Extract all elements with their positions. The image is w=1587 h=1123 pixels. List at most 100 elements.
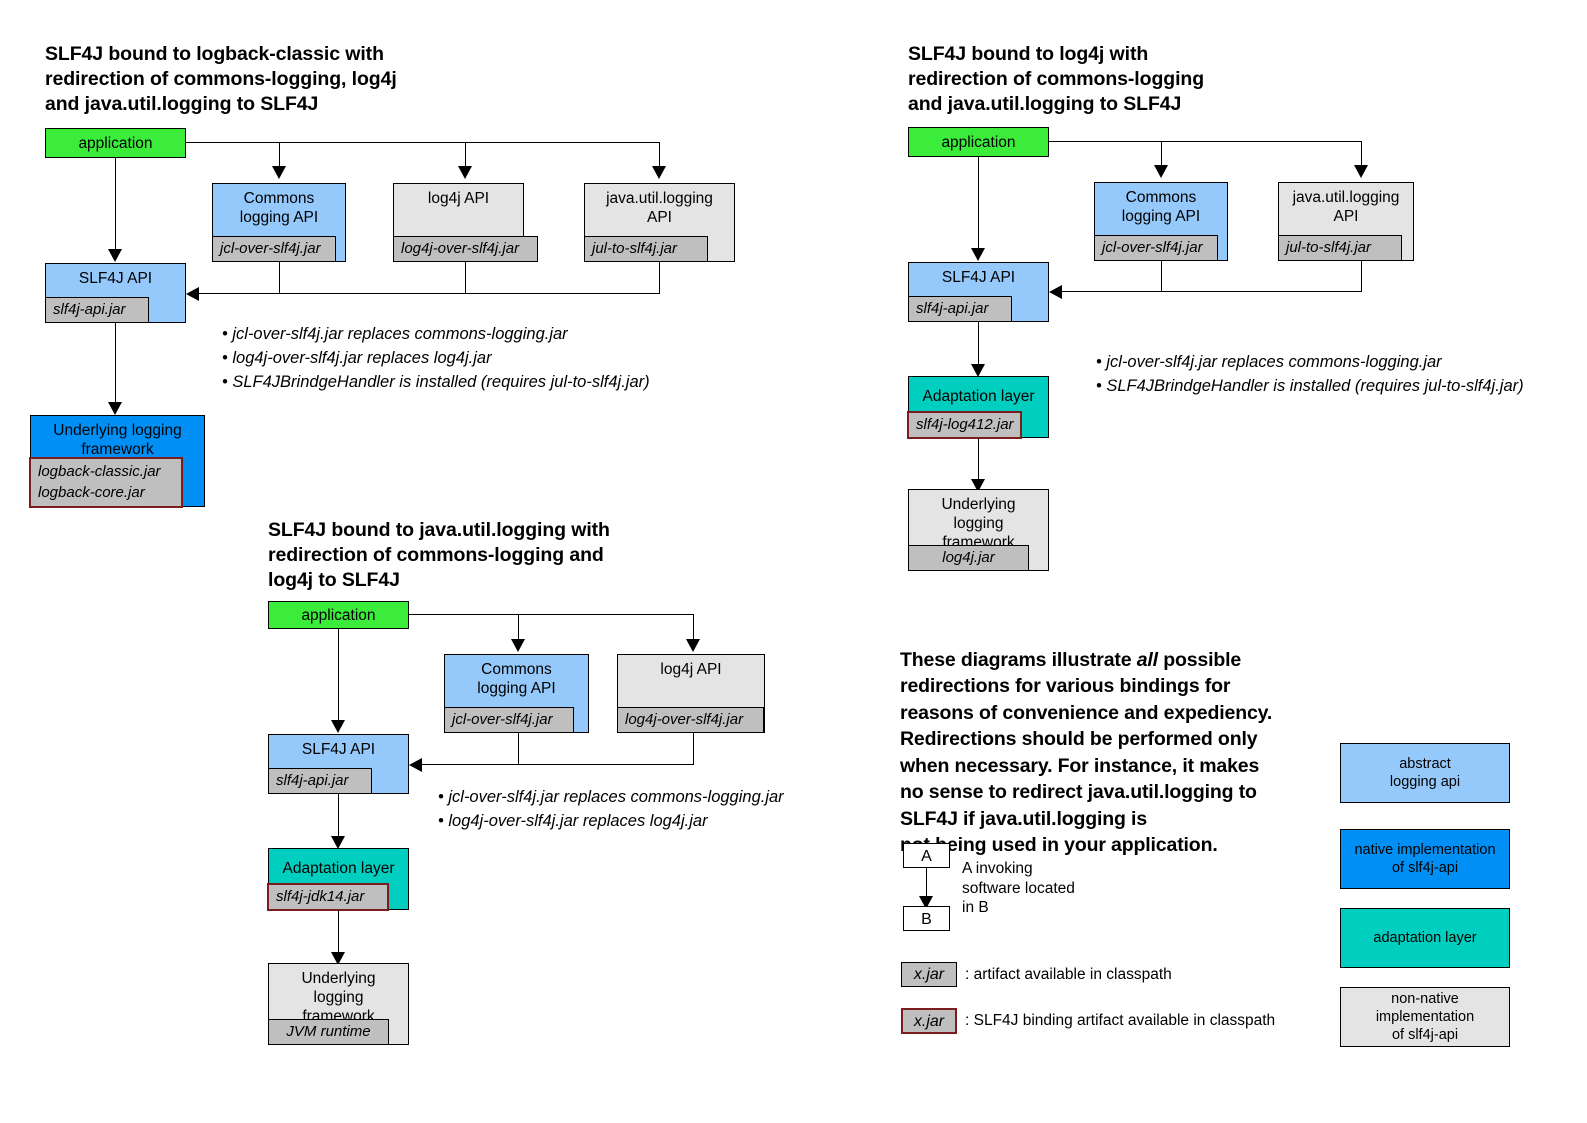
d3-adaptation-layer-label: Adaptation layer bbox=[282, 860, 395, 877]
d2-slf4j-to-adapt-line bbox=[978, 322, 980, 366]
diagram2-title: SLF4J bound to log4j with redirection of… bbox=[908, 43, 1205, 115]
legend-arrow-line bbox=[926, 868, 928, 901]
paragraph-rest: redirections for various bindings for re… bbox=[900, 675, 1273, 856]
d1-note-1: • jcl-over-slf4j.jar replaces commons-lo… bbox=[222, 325, 568, 343]
d2-adaptation-layer-label: Adaptation layer bbox=[922, 388, 1035, 405]
d2-underlying-framework-label: Underlying logging framework bbox=[941, 496, 1016, 551]
d1-slf4j-to-underlying-arrow bbox=[108, 402, 122, 415]
legend-swatch-adaptation-layer: adaptation layer bbox=[1340, 908, 1510, 968]
d3-application-node[interactable]: application bbox=[268, 601, 409, 629]
d3-return-log4j bbox=[693, 733, 695, 765]
d3-log4j-api-node[interactable]: log4j API log4j-over-slf4j.jar bbox=[617, 654, 765, 733]
d2-branch-commons bbox=[1161, 141, 1163, 167]
d3-commons-logging-api-node[interactable]: Commons logging API jcl-over-slf4j.jar bbox=[444, 654, 589, 733]
d3-application-label: application bbox=[301, 606, 376, 624]
d3-commons-logging-api-label: Commons logging API bbox=[477, 661, 556, 697]
d3-bus-bottom bbox=[421, 764, 694, 766]
d3-slf4j-api-label: SLF4J API bbox=[301, 741, 376, 758]
d1-return-jul bbox=[659, 262, 661, 294]
d3-adapt-to-underlying-line bbox=[338, 910, 340, 954]
d1-note-2: • log4j-over-slf4j.jar replaces log4j.ja… bbox=[222, 349, 492, 367]
d1-slf4j-api-label: SLF4J API bbox=[78, 270, 153, 287]
d1-application-label: application bbox=[78, 134, 153, 152]
d1-arrow-commons bbox=[272, 166, 286, 179]
d3-branch-log4j bbox=[693, 614, 695, 641]
d1-jul-api-label: java.util.logging API bbox=[606, 190, 713, 226]
d1-arrow-into-slf4j bbox=[186, 287, 199, 301]
d3-app-to-slf4j-line bbox=[338, 629, 340, 722]
paragraph-line1-emphasis: all bbox=[1136, 648, 1158, 671]
legend-swatch-native-implementation: native implementation of slf4j-api bbox=[1340, 829, 1510, 889]
d2-slf4j-to-adapt-arrow bbox=[971, 364, 985, 377]
d3-adaptation-jar-chip: slf4j-jdk14.jar bbox=[267, 883, 389, 911]
d1-return-log4j bbox=[465, 262, 467, 294]
d3-branch-commons bbox=[518, 614, 520, 641]
d3-return-commons bbox=[518, 733, 520, 765]
d1-slf4j-to-underlying-line bbox=[115, 323, 117, 404]
d3-bus-top bbox=[409, 614, 694, 616]
d2-arrow-into-slf4j bbox=[1049, 285, 1062, 299]
d1-log4j-api-node[interactable]: log4j API log4j-over-slf4j.jar bbox=[393, 183, 538, 262]
d1-jul-jar-chip: jul-to-slf4j.jar bbox=[584, 236, 708, 262]
d2-commons-logging-api-label: Commons logging API bbox=[1121, 189, 1201, 225]
d2-application-node[interactable]: application bbox=[908, 127, 1049, 157]
d2-bus-top bbox=[1049, 141, 1362, 143]
d1-slf4j-api-node[interactable]: SLF4J API slf4j-api.jar bbox=[45, 263, 186, 323]
d1-underlying-framework-node[interactable]: Underlying logging framework logback-cla… bbox=[29, 415, 205, 508]
d1-underlying-jar-chip: logback-classic.jar logback-core.jar bbox=[29, 457, 183, 508]
legend-arrow-caption: A invoking software located in B bbox=[962, 860, 1075, 916]
diagram1-title: SLF4J bound to logback-classic with redi… bbox=[45, 43, 397, 115]
d2-underlying-framework-node[interactable]: Underlying logging framework log4j.jar bbox=[908, 489, 1049, 571]
d1-slf4j-jar-chip: slf4j-api.jar bbox=[45, 297, 149, 323]
d2-commons-jar-chip: jcl-over-slf4j.jar bbox=[1094, 235, 1218, 261]
legend-chip-binding-caption: : SLF4J binding artifact available in cl… bbox=[965, 1012, 1276, 1029]
d2-return-commons bbox=[1161, 261, 1163, 292]
d1-application-node[interactable]: application bbox=[45, 128, 186, 158]
legend-box-b: B bbox=[903, 906, 950, 931]
legend-box-a: A bbox=[903, 843, 950, 868]
d3-note-1: • jcl-over-slf4j.jar replaces commons-lo… bbox=[438, 788, 784, 806]
d3-slf4j-api-node[interactable]: SLF4J API slf4j-api.jar bbox=[268, 734, 409, 794]
explanatory-paragraph: These diagrams illustrate all possible re… bbox=[900, 620, 1360, 885]
legend-swatch-abstract-logging-api: abstract logging api bbox=[1340, 743, 1510, 803]
d1-log4j-api-label: log4j API bbox=[427, 190, 490, 207]
d2-jul-api-node[interactable]: java.util.logging API jul-to-slf4j.jar bbox=[1278, 182, 1414, 261]
d2-branch-jul bbox=[1361, 141, 1363, 167]
d2-arrow-commons bbox=[1154, 165, 1168, 178]
d2-commons-logging-api-node[interactable]: Commons logging API jcl-over-slf4j.jar bbox=[1094, 182, 1228, 261]
d3-slf4j-to-adapt-line bbox=[338, 794, 340, 838]
d3-underlying-framework-node[interactable]: Underlying logging framework JVM runtime bbox=[268, 963, 409, 1045]
d1-branch-jul bbox=[659, 142, 661, 168]
d2-application-label: application bbox=[941, 133, 1016, 151]
d2-bus-bottom bbox=[1061, 291, 1362, 293]
d1-app-to-slf4j-line bbox=[115, 158, 117, 251]
d2-slf4j-api-node[interactable]: SLF4J API slf4j-api.jar bbox=[908, 262, 1049, 322]
d2-jul-api-label: java.util.logging API bbox=[1292, 189, 1400, 225]
d2-adaptation-layer-node[interactable]: Adaptation layer slf4j-log412.jar bbox=[907, 376, 1049, 439]
d1-bus-bottom bbox=[198, 293, 660, 295]
d1-log4j-jar-chip: log4j-over-slf4j.jar bbox=[393, 236, 538, 262]
paragraph-line1-pre: These diagrams illustrate bbox=[900, 648, 1137, 671]
d2-arrow-jul bbox=[1354, 165, 1368, 178]
d2-note-2: • SLF4JBrindgeHandler is installed (requ… bbox=[1096, 377, 1524, 395]
d1-bus-top bbox=[186, 142, 660, 144]
d1-commons-logging-api-label: Commons logging API bbox=[239, 190, 319, 226]
d1-arrow-jul bbox=[652, 166, 666, 179]
d1-jul-api-node[interactable]: java.util.logging API jul-to-slf4j.jar bbox=[584, 183, 735, 262]
d1-arrow-log4j bbox=[458, 166, 472, 179]
d2-underlying-jar-chip: log4j.jar bbox=[908, 545, 1029, 571]
legend-arrow-head bbox=[919, 896, 933, 909]
d1-commons-jar-chip: jcl-over-slf4j.jar bbox=[212, 236, 336, 262]
d3-app-to-slf4j-arrow bbox=[331, 720, 345, 733]
d3-arrow-log4j bbox=[686, 639, 700, 652]
d3-underlying-jar-chip: JVM runtime bbox=[268, 1019, 389, 1045]
d1-branch-log4j bbox=[465, 142, 467, 168]
legend-chip-binding: x.jar bbox=[901, 1008, 957, 1034]
d2-app-to-slf4j-line bbox=[978, 157, 980, 250]
d1-branch-commons bbox=[279, 142, 281, 168]
d2-return-jul bbox=[1361, 261, 1363, 292]
d3-adaptation-layer-node[interactable]: Adaptation layer slf4j-jdk14.jar bbox=[267, 848, 409, 911]
paragraph-line1-post: possible bbox=[1157, 648, 1242, 671]
d1-return-commons bbox=[279, 262, 281, 294]
d1-commons-logging-api-node[interactable]: Commons logging API jcl-over-slf4j.jar bbox=[212, 183, 346, 262]
